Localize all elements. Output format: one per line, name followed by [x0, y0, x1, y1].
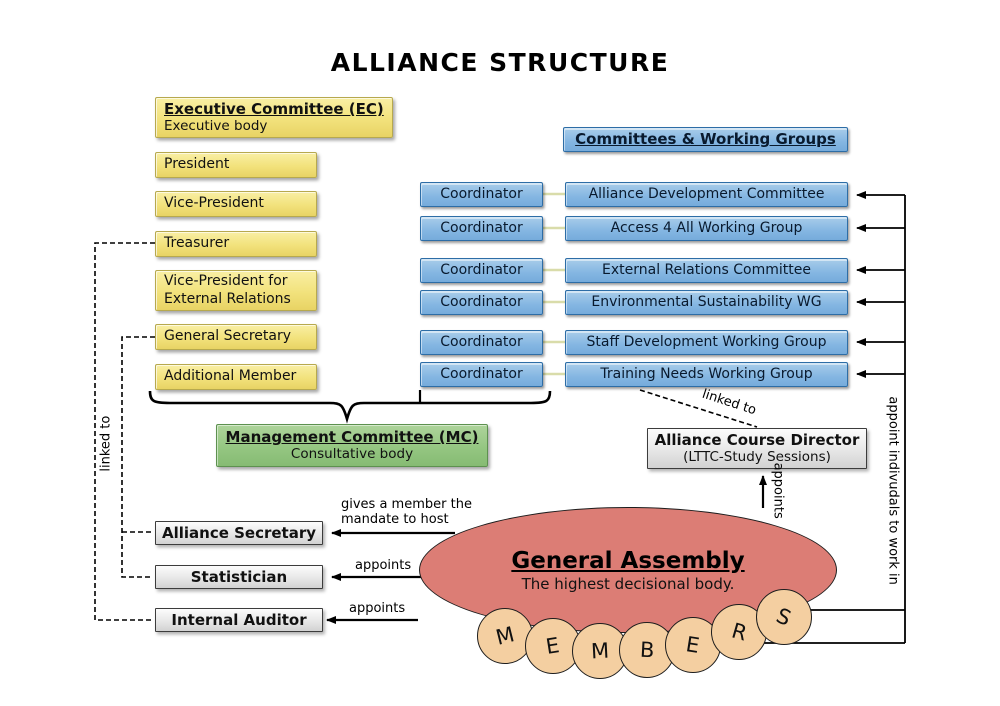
officer-label: Statistician	[190, 567, 288, 586]
management-committee-title: Management Committee (MC)	[225, 428, 479, 447]
general-assembly-subtitle: The highest decisional body.	[521, 574, 735, 593]
role-label: Vice-President for External Relations	[164, 273, 291, 307]
dashed-link-general-secretary-officers	[121, 336, 155, 578]
role-box-additional-member: Additional Member	[155, 364, 317, 390]
committee-label: Alliance Development Committee	[588, 185, 825, 202]
role-label: Treasurer	[164, 235, 230, 252]
appoint-individuals-label: appoint indivudals to work in	[885, 396, 901, 585]
officer-box-statistician: Statistician	[155, 565, 323, 589]
member-letter: M	[590, 638, 610, 664]
page-title: ALLIANCE STRUCTURE	[330, 48, 670, 77]
member-letter: E	[544, 633, 562, 659]
appoints-internal-auditor-label: appoints	[349, 601, 406, 616]
committees-header-box: Committees & Working Groups	[563, 127, 848, 152]
committees-header-label: Committees & Working Groups	[575, 130, 836, 149]
role-box-treasurer: Treasurer	[155, 231, 317, 257]
officer-box-internal-auditor: Internal Auditor	[155, 608, 323, 632]
committee-box-external-relations: External Relations Committee	[565, 258, 848, 283]
committee-box-access-4-all: Access 4 All Working Group	[565, 216, 848, 241]
committee-label: External Relations Committee	[602, 261, 811, 278]
coordinator-label: Coordinator	[440, 219, 523, 236]
management-committee-box: Management Committee (MC) Consultative b…	[216, 424, 488, 467]
officer-label: Alliance Secretary	[161, 523, 317, 542]
role-label: General Secretary	[164, 328, 291, 345]
member-letter: E	[684, 632, 702, 658]
officer-box-alliance-secretary: Alliance Secretary	[155, 521, 323, 545]
committee-label: Access 4 All Working Group	[610, 219, 803, 236]
mandate-line1: gives a member the	[341, 497, 472, 512]
linked-to-course-director-label: linked to	[700, 386, 758, 419]
role-label: Additional Member	[164, 368, 297, 385]
committee-box-alliance-development: Alliance Development Committee	[565, 182, 848, 207]
coordinator-label: Coordinator	[440, 333, 523, 350]
member-letter: S	[773, 603, 795, 631]
coordinator-label: Coordinator	[440, 261, 523, 278]
executive-committee-title: Executive Committee (EC)	[164, 100, 384, 119]
role-box-vp-external-relations: Vice-President for External Relations	[155, 270, 317, 311]
member-circle-7: S	[756, 589, 812, 645]
mandate-line2: mandate to host	[341, 512, 449, 528]
member-circle-1: M	[477, 608, 533, 664]
coordinator-label: Coordinator	[440, 293, 523, 310]
committee-label: Staff Development Working Group	[586, 333, 827, 350]
coordinator-box-5: Coordinator	[420, 330, 543, 355]
mandate-label: gives a member the mandate to host	[341, 497, 491, 528]
member-letter: B	[639, 637, 655, 663]
brace-management-committee	[148, 390, 552, 424]
coordinator-label: Coordinator	[440, 365, 523, 382]
coordinator-box-1: Coordinator	[420, 182, 543, 207]
management-committee-subtitle: Consultative body	[290, 446, 414, 463]
course-director-box: Alliance Course Director (LTTC-Study Ses…	[647, 428, 867, 469]
officer-label: Internal Auditor	[171, 610, 307, 629]
role-box-president: President	[155, 152, 317, 178]
member-circle-3: M	[572, 623, 628, 679]
coordinator-committee-connectors	[543, 192, 565, 376]
member-circle-2: E	[525, 618, 581, 674]
appoints-course-director-label: appoints	[770, 462, 786, 519]
executive-committee-subtitle: Executive body	[164, 118, 268, 135]
role-label: President	[164, 156, 230, 173]
appoints-statistician-label: appoints	[355, 558, 412, 573]
coordinator-box-6: Coordinator	[420, 362, 543, 387]
coordinator-box-4: Coordinator	[420, 290, 543, 315]
coordinator-box-3: Coordinator	[420, 258, 543, 283]
member-letter: M	[493, 622, 517, 650]
committee-label: Environmental Sustainability WG	[591, 293, 822, 310]
executive-committee-box: Executive Committee (EC) Executive body	[155, 97, 393, 138]
committee-box-environmental-sustainability: Environmental Sustainability WG	[565, 290, 848, 315]
role-box-vice-president: Vice-President	[155, 191, 317, 217]
member-letter: R	[728, 618, 750, 646]
course-director-subtitle: (LTTC-Study Sessions)	[683, 449, 831, 466]
coordinator-box-2: Coordinator	[420, 216, 543, 241]
committee-box-staff-development: Staff Development Working Group	[565, 330, 848, 355]
linked-to-left-label: linked to	[98, 415, 114, 472]
committee-box-training-needs: Training Needs Working Group	[565, 362, 848, 387]
coordinator-label: Coordinator	[440, 185, 523, 202]
role-label: Vice-President	[164, 195, 264, 212]
role-box-general-secretary: General Secretary	[155, 324, 317, 350]
course-director-title: Alliance Course Director	[654, 431, 860, 450]
committee-label: Training Needs Working Group	[600, 365, 813, 382]
general-assembly-title: General Assembly	[511, 547, 745, 574]
